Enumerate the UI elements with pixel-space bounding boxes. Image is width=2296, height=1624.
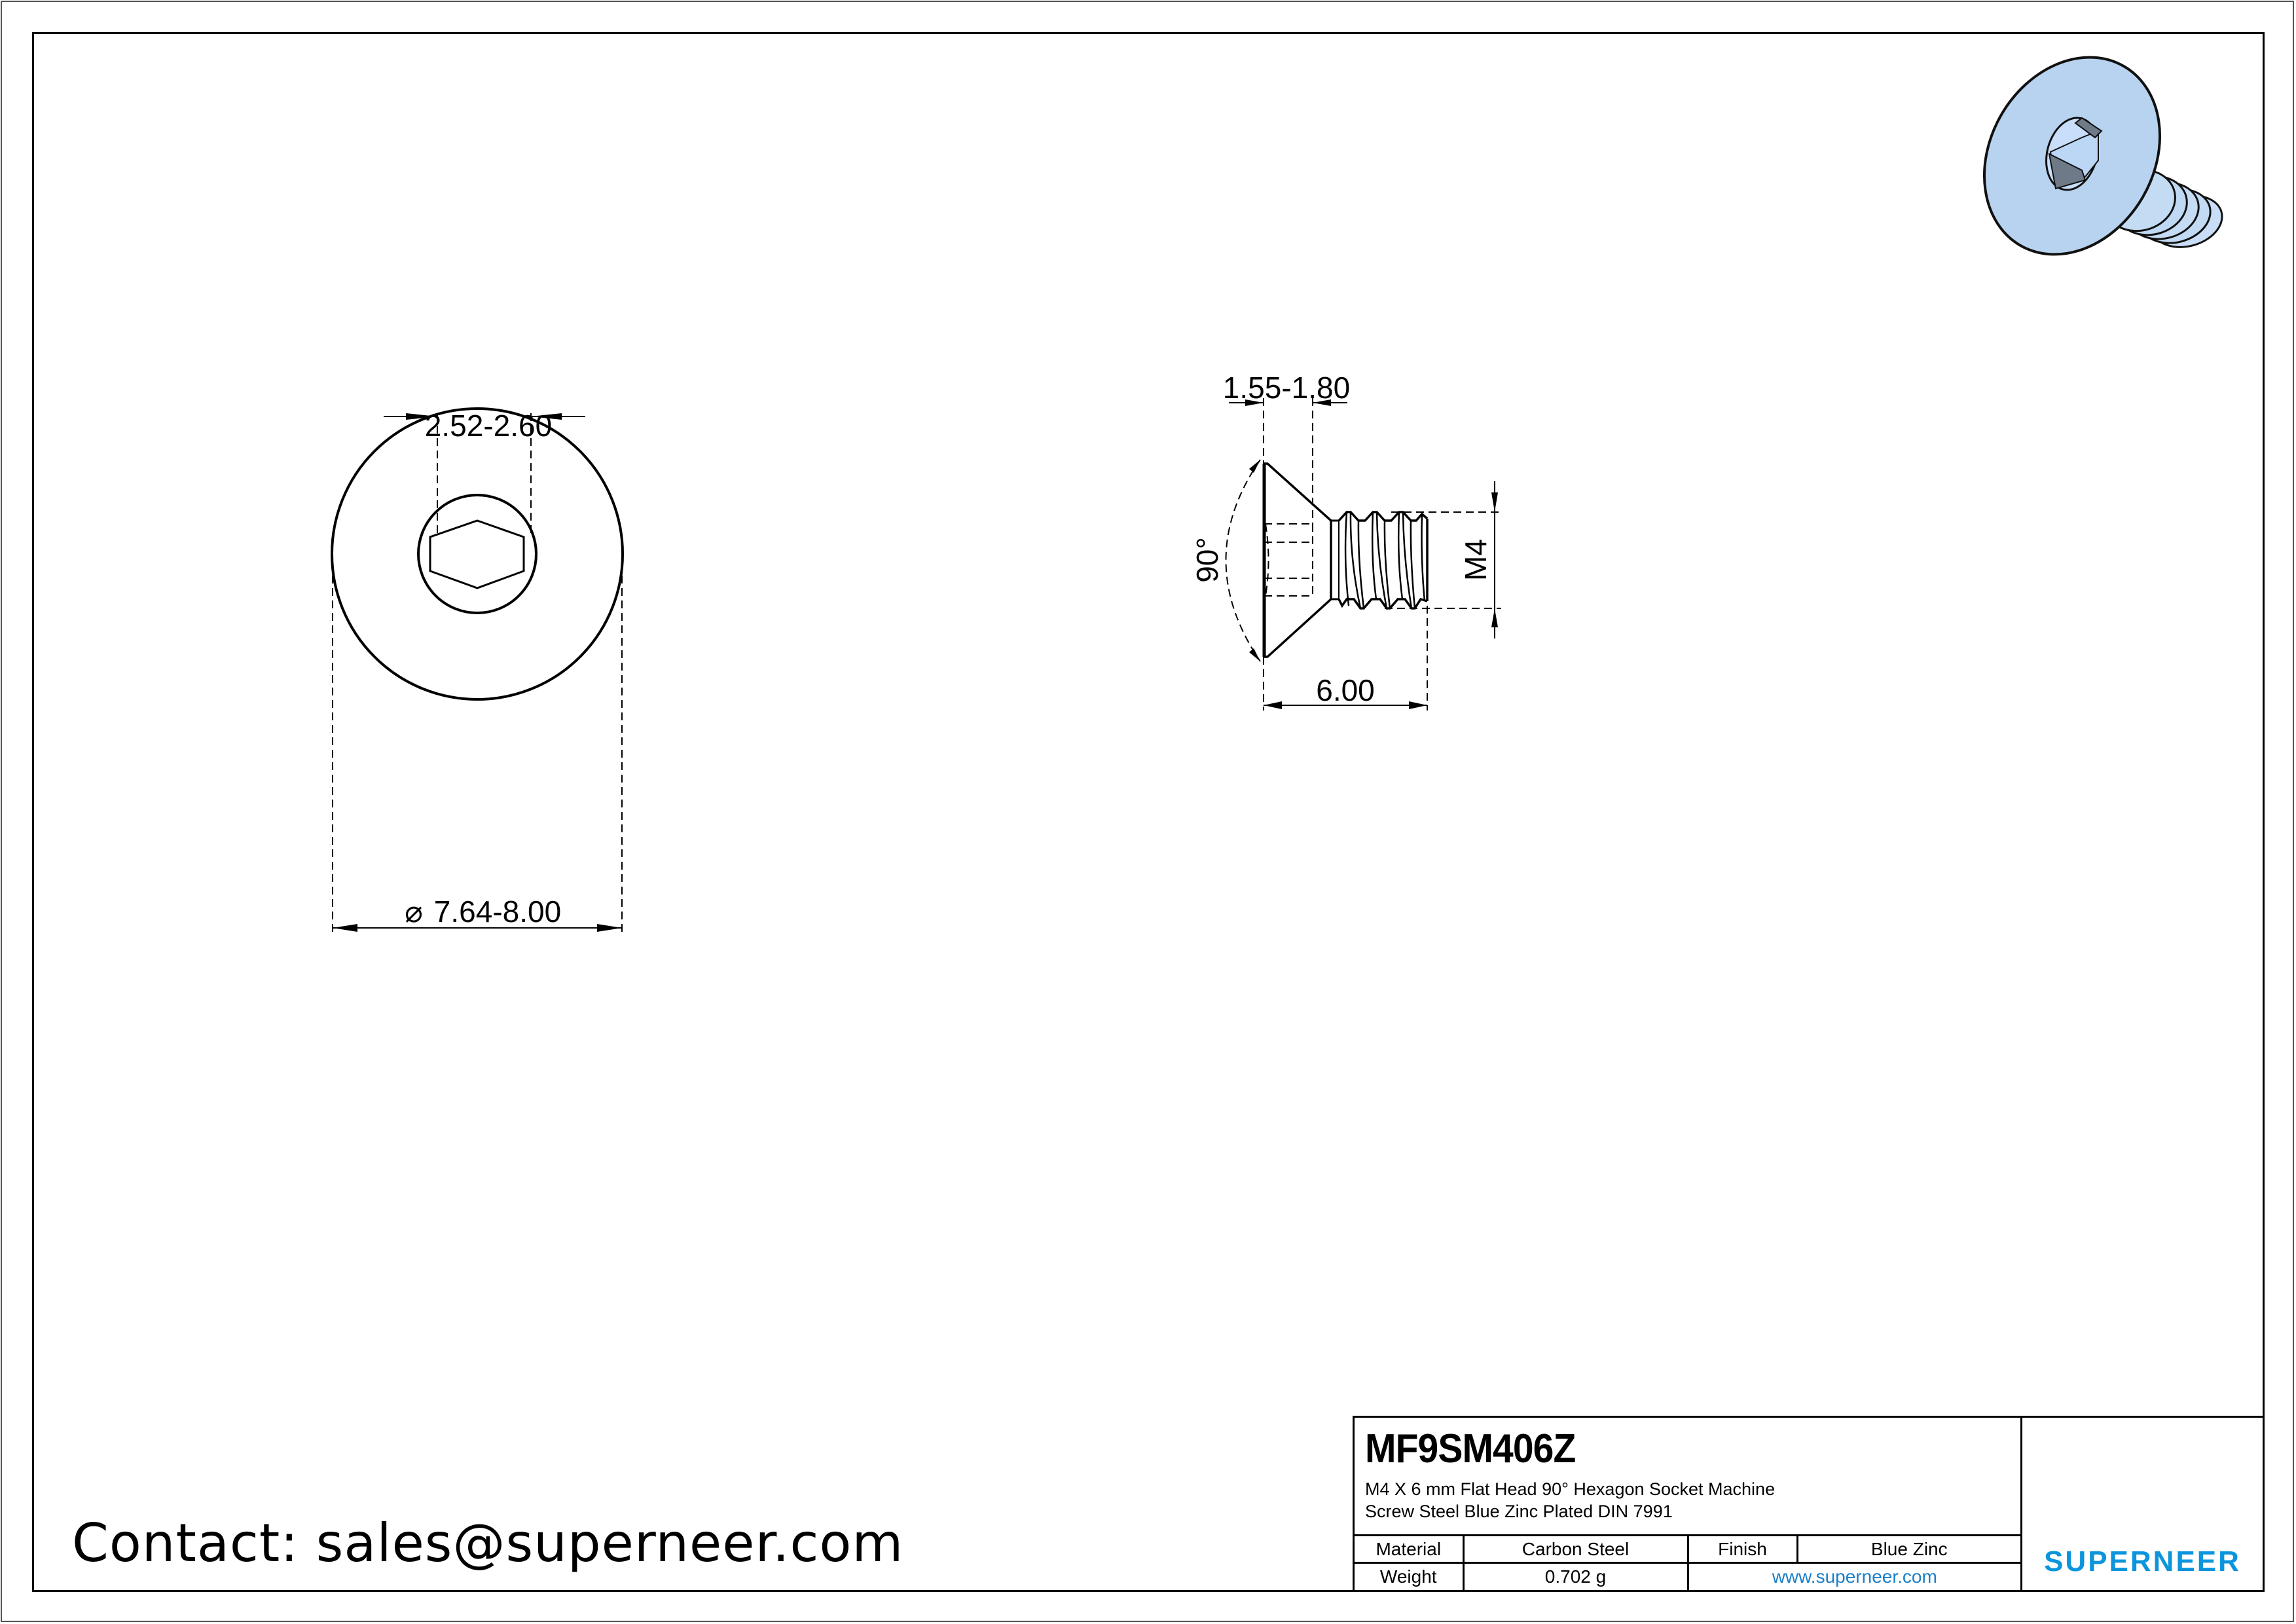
table-row: Weight 0.702 g www.superneer.com bbox=[1355, 1562, 2020, 1591]
hex-socket bbox=[429, 519, 525, 589]
material-label: Material bbox=[1355, 1534, 1465, 1563]
countersink-angle-label: 90° bbox=[1190, 537, 1224, 583]
hex-socket-dimension: 2.52-2.60 bbox=[425, 409, 552, 443]
title-block-info: MF9SM406Z M4 X 6 mm Flat Head 90° Hexago… bbox=[1355, 1418, 2022, 1591]
properties-table: Material Carbon Steel Finish Blue Zinc W… bbox=[1355, 1534, 2020, 1591]
part-description: M4 X 6 mm Flat Head 90° Hexagon Socket M… bbox=[1365, 1478, 2013, 1522]
socket-circle bbox=[417, 494, 538, 614]
finish-value: Blue Zinc bbox=[1797, 1534, 2020, 1563]
title-block: MF9SM406Z M4 X 6 mm Flat Head 90° Hexago… bbox=[1353, 1416, 2265, 1592]
length-dimension: 6.00 bbox=[1316, 673, 1375, 707]
website-link[interactable]: www.superneer.com bbox=[1688, 1562, 2020, 1591]
head-outline bbox=[331, 407, 624, 701]
diameter-symbol: ⌀ bbox=[405, 895, 423, 929]
table-row: Material Carbon Steel Finish Blue Zinc bbox=[1355, 1534, 2020, 1563]
front-view bbox=[331, 407, 624, 936]
screw-3d-render bbox=[1982, 56, 2223, 256]
finish-label: Finish bbox=[1688, 1534, 1798, 1563]
head-height-dimension: 1.55-1.80 bbox=[1223, 371, 1350, 405]
part-number: MF9SM406Z bbox=[1365, 1426, 1576, 1471]
drawing-frame bbox=[32, 32, 2265, 1592]
logo-wordmark: SUPERNEER bbox=[2044, 1545, 2241, 1578]
description-line-1: M4 X 6 mm Flat Head 90° Hexagon Socket M… bbox=[1365, 1479, 1776, 1499]
weight-label: Weight bbox=[1355, 1562, 1465, 1591]
head-diameter-dimension: 7.64-8.00 bbox=[434, 895, 561, 929]
material-value: Carbon Steel bbox=[1463, 1534, 1689, 1563]
description-line-2: Screw Steel Blue Zinc Plated DIN 7991 bbox=[1365, 1502, 1673, 1521]
side-view bbox=[1225, 398, 1501, 710]
thread-size-label: M4 bbox=[1459, 539, 1493, 581]
weight-value: 0.702 g bbox=[1463, 1562, 1689, 1591]
logo-panel: SUPERNEER bbox=[2022, 1418, 2263, 1590]
contact-email: Contact: sales@superneer.com bbox=[72, 1513, 904, 1574]
